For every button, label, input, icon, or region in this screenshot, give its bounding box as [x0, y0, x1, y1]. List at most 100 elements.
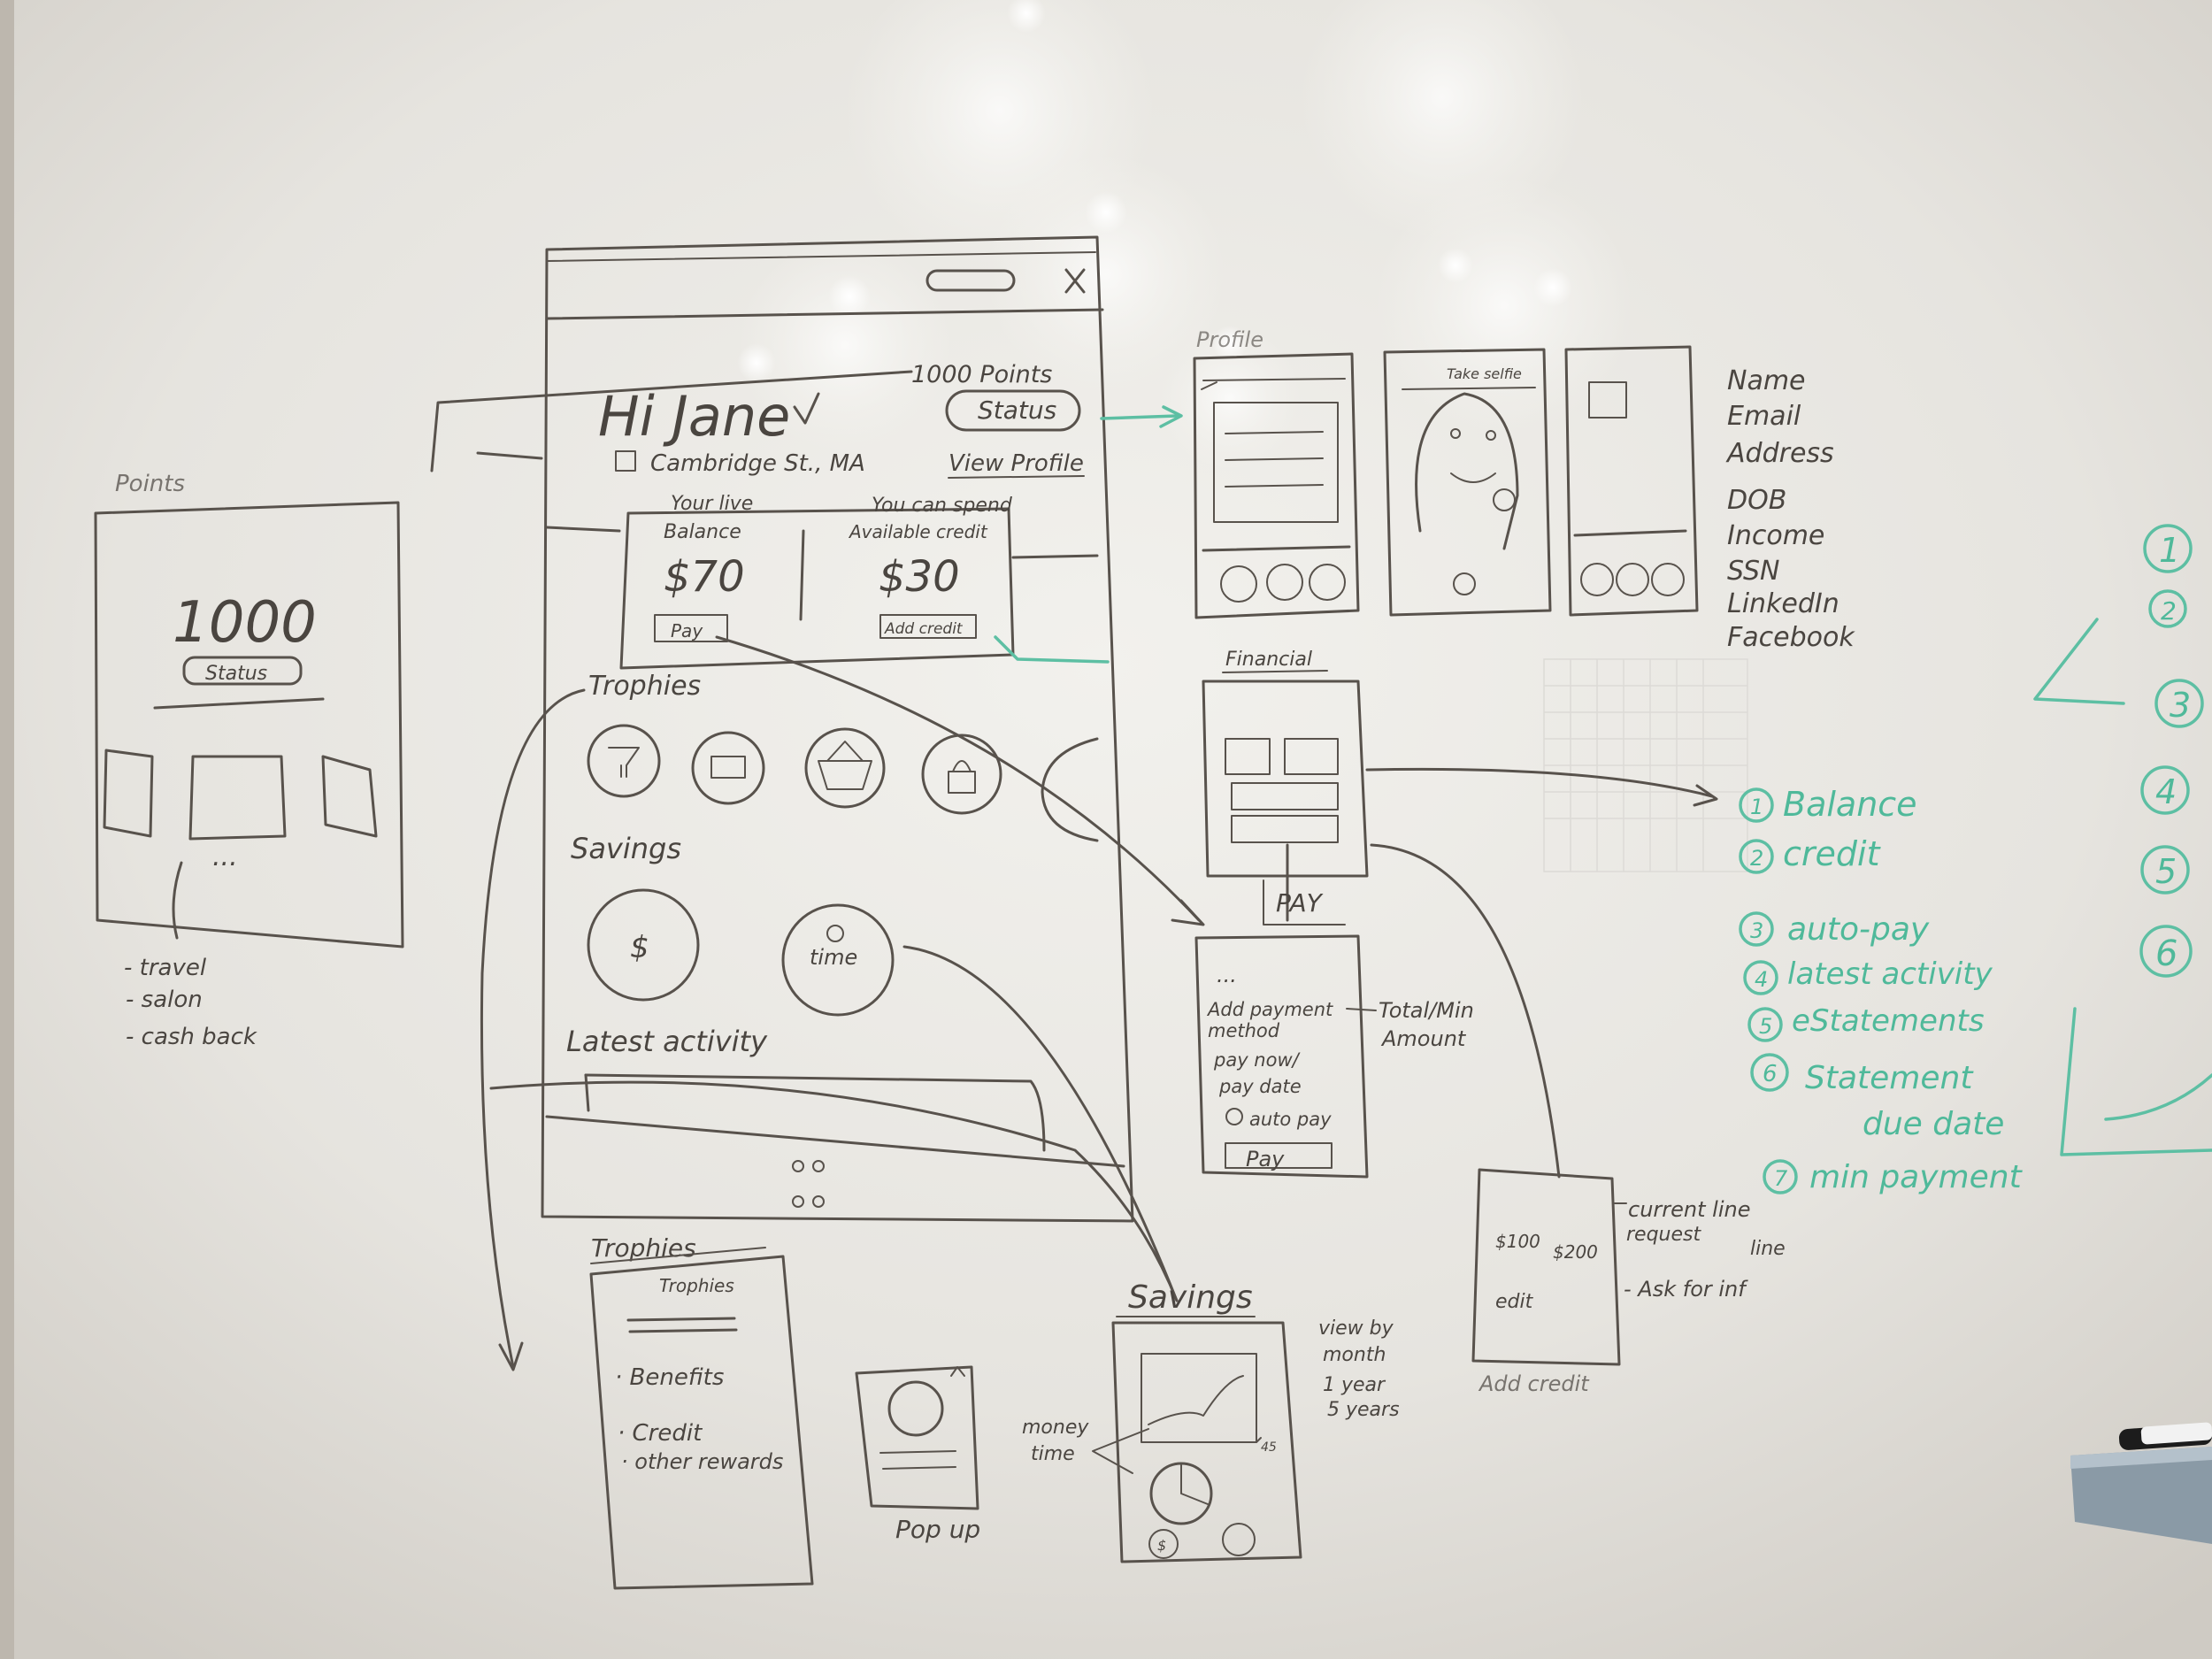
profile-field-facebook: Facebook [1727, 622, 1855, 653]
profile-field-ssn: SSN [1727, 556, 1779, 587]
add-credit-screen: $100 $200 edit Add credit current line r… [1471, 1168, 1786, 1396]
phone-sketch: Hi Jane 1000 Points Status Cambridge St.… [541, 235, 1134, 1223]
savings-page: Savings 45 $ view by month 1 year 5 year… [1022, 1279, 1400, 1563]
points-ellipsis: ... [212, 841, 238, 872]
savings-tick-label: 45 [1261, 1440, 1277, 1455]
points-item-travel: - travel [124, 955, 207, 981]
feature-estatements: eStatements [1792, 1003, 1985, 1039]
savings-view-by: view by [1318, 1317, 1394, 1340]
financial-amount: Amount [1380, 1026, 1467, 1051]
trophies-title: Trophies [588, 671, 701, 702]
trophies-item-other-rewards: · other rewards [621, 1449, 783, 1474]
auto-pay-toggle[interactable] [1225, 1108, 1243, 1125]
svg-text:5: 5 [1759, 1014, 1772, 1039]
location-icon [615, 450, 636, 472]
trophies-page-header: Trophies [591, 1233, 696, 1263]
points-item-salon: - salon [126, 987, 203, 1013]
credit-label-1: You can spend [872, 495, 1013, 517]
side-number-3: 3 [2170, 686, 2191, 725]
financial-title: Financial [1225, 649, 1312, 671]
address-text: Cambridge St., MA [650, 450, 865, 477]
financial-total-min: Total/Min [1379, 998, 1474, 1023]
financial-add-payment: Add payment [1206, 999, 1333, 1020]
svg-text:7: 7 [1774, 1166, 1788, 1191]
points-panel-title: Points [115, 471, 185, 497]
trophies-page-inner-title: Trophies [659, 1275, 734, 1296]
profile-field-income: Income [1727, 520, 1824, 551]
connector-lines [430, 370, 1718, 1371]
credit-label-2: Available credit [848, 521, 988, 542]
savings-clock-icon[interactable] [1222, 1523, 1256, 1556]
marker-tray [2070, 1422, 2212, 1544]
feature-auto-pay: auto-pay [1787, 911, 1930, 948]
savings-view-month: month [1323, 1344, 1386, 1366]
side-number-1: 1 [2159, 531, 2180, 570]
balance-label-2: Balance [664, 521, 741, 543]
savings-title: Savings [571, 832, 681, 865]
popup-label: Pop up [895, 1515, 980, 1544]
profile-field-linkedin: LinkedIn [1727, 588, 1839, 619]
points-panel: Points 1000 Status ... - travel - salon … [94, 471, 404, 1050]
savings-time-label: time [810, 945, 857, 970]
add-credit-note-current: current line [1628, 1197, 1750, 1222]
trophy-basket-icon [804, 727, 886, 809]
points-text: 1000 Points [911, 361, 1052, 388]
profile-screen-title: Profile [1196, 327, 1263, 352]
trophy-funnel-icon [587, 724, 661, 798]
feature-balance: Balance [1783, 785, 1917, 824]
financial-pay-date: pay date [1218, 1076, 1302, 1097]
window-reflection [1543, 658, 1748, 872]
trophy-wallet-icon [691, 731, 765, 805]
selfie-screen-title: Take selfie [1447, 365, 1522, 382]
add-credit-button[interactable] [879, 614, 977, 639]
pay-button[interactable] [654, 614, 728, 642]
points-status-button[interactable] [182, 656, 303, 686]
savings-view-5years: 5 years [1327, 1399, 1400, 1421]
profile-field-name: Name [1727, 365, 1806, 396]
savings-dollar-icon[interactable] [587, 888, 700, 1002]
savings-time-icon[interactable] [781, 903, 895, 1017]
add-credit-title: Add credit [1478, 1371, 1590, 1396]
financial-method: method [1208, 1020, 1280, 1041]
trophy-lock-icon [921, 733, 1002, 815]
add-credit-note-request: request [1626, 1224, 1701, 1246]
popup-sketch: Pop up [855, 1365, 980, 1544]
trophies-item-credit: · Credit [618, 1420, 703, 1447]
savings-dollar-label: $ [630, 930, 649, 965]
side-numbers: 1 2 3 4 5 6 [2033, 524, 2204, 978]
feature-credit: credit [1783, 834, 1882, 873]
feature-due-date: due date [1863, 1106, 2004, 1142]
pay-button-label: Pay [671, 620, 703, 641]
profile-screens: Profile Take selfie Name Email Address D… [1193, 327, 1855, 653]
status-button-label: Status [978, 396, 1056, 425]
profile-field-address: Address [1725, 438, 1834, 469]
balance-label-1: Your live [671, 493, 753, 515]
trophies-item-benefits: · Benefits [615, 1364, 724, 1391]
profile-field-dob: DOB [1727, 485, 1786, 516]
svg-text:1: 1 [1750, 795, 1763, 819]
financial-pay-label: PAY [1276, 888, 1324, 918]
svg-text:4: 4 [1755, 967, 1768, 992]
balance-value: $70 [664, 552, 745, 602]
svg-text:2: 2 [1750, 846, 1763, 871]
side-number-4: 4 [2155, 772, 2177, 811]
savings-page-dollar: $ [1157, 1537, 1166, 1554]
trophies-page: Trophies Trophies · Benefits · Credit · … [589, 1233, 814, 1590]
latest-activity-title: Latest activity [566, 1025, 768, 1058]
savings-money-label: money [1022, 1417, 1089, 1439]
feature-min-payment: min payment [1809, 1159, 2024, 1195]
add-credit-amount-1: $100 [1495, 1231, 1540, 1252]
savings-dollar-button[interactable] [1148, 1529, 1179, 1559]
financial-ellipsis: ... [1217, 963, 1237, 987]
status-button[interactable] [945, 389, 1081, 432]
svg-text:3: 3 [1750, 918, 1763, 943]
financial-pay-button[interactable] [1225, 1142, 1333, 1169]
feature-list: 1 Balance 2 credit 3 auto-pay 4 latest a… [1739, 785, 2212, 1195]
add-credit-note-line: line [1750, 1238, 1786, 1260]
view-profile-link[interactable]: View Profile [949, 450, 1084, 477]
add-credit-amount-2: $200 [1553, 1241, 1598, 1263]
feature-latest-activity: latest activity [1787, 956, 1993, 992]
svg-text:6: 6 [1763, 1061, 1778, 1087]
credit-value: $30 [879, 552, 960, 602]
